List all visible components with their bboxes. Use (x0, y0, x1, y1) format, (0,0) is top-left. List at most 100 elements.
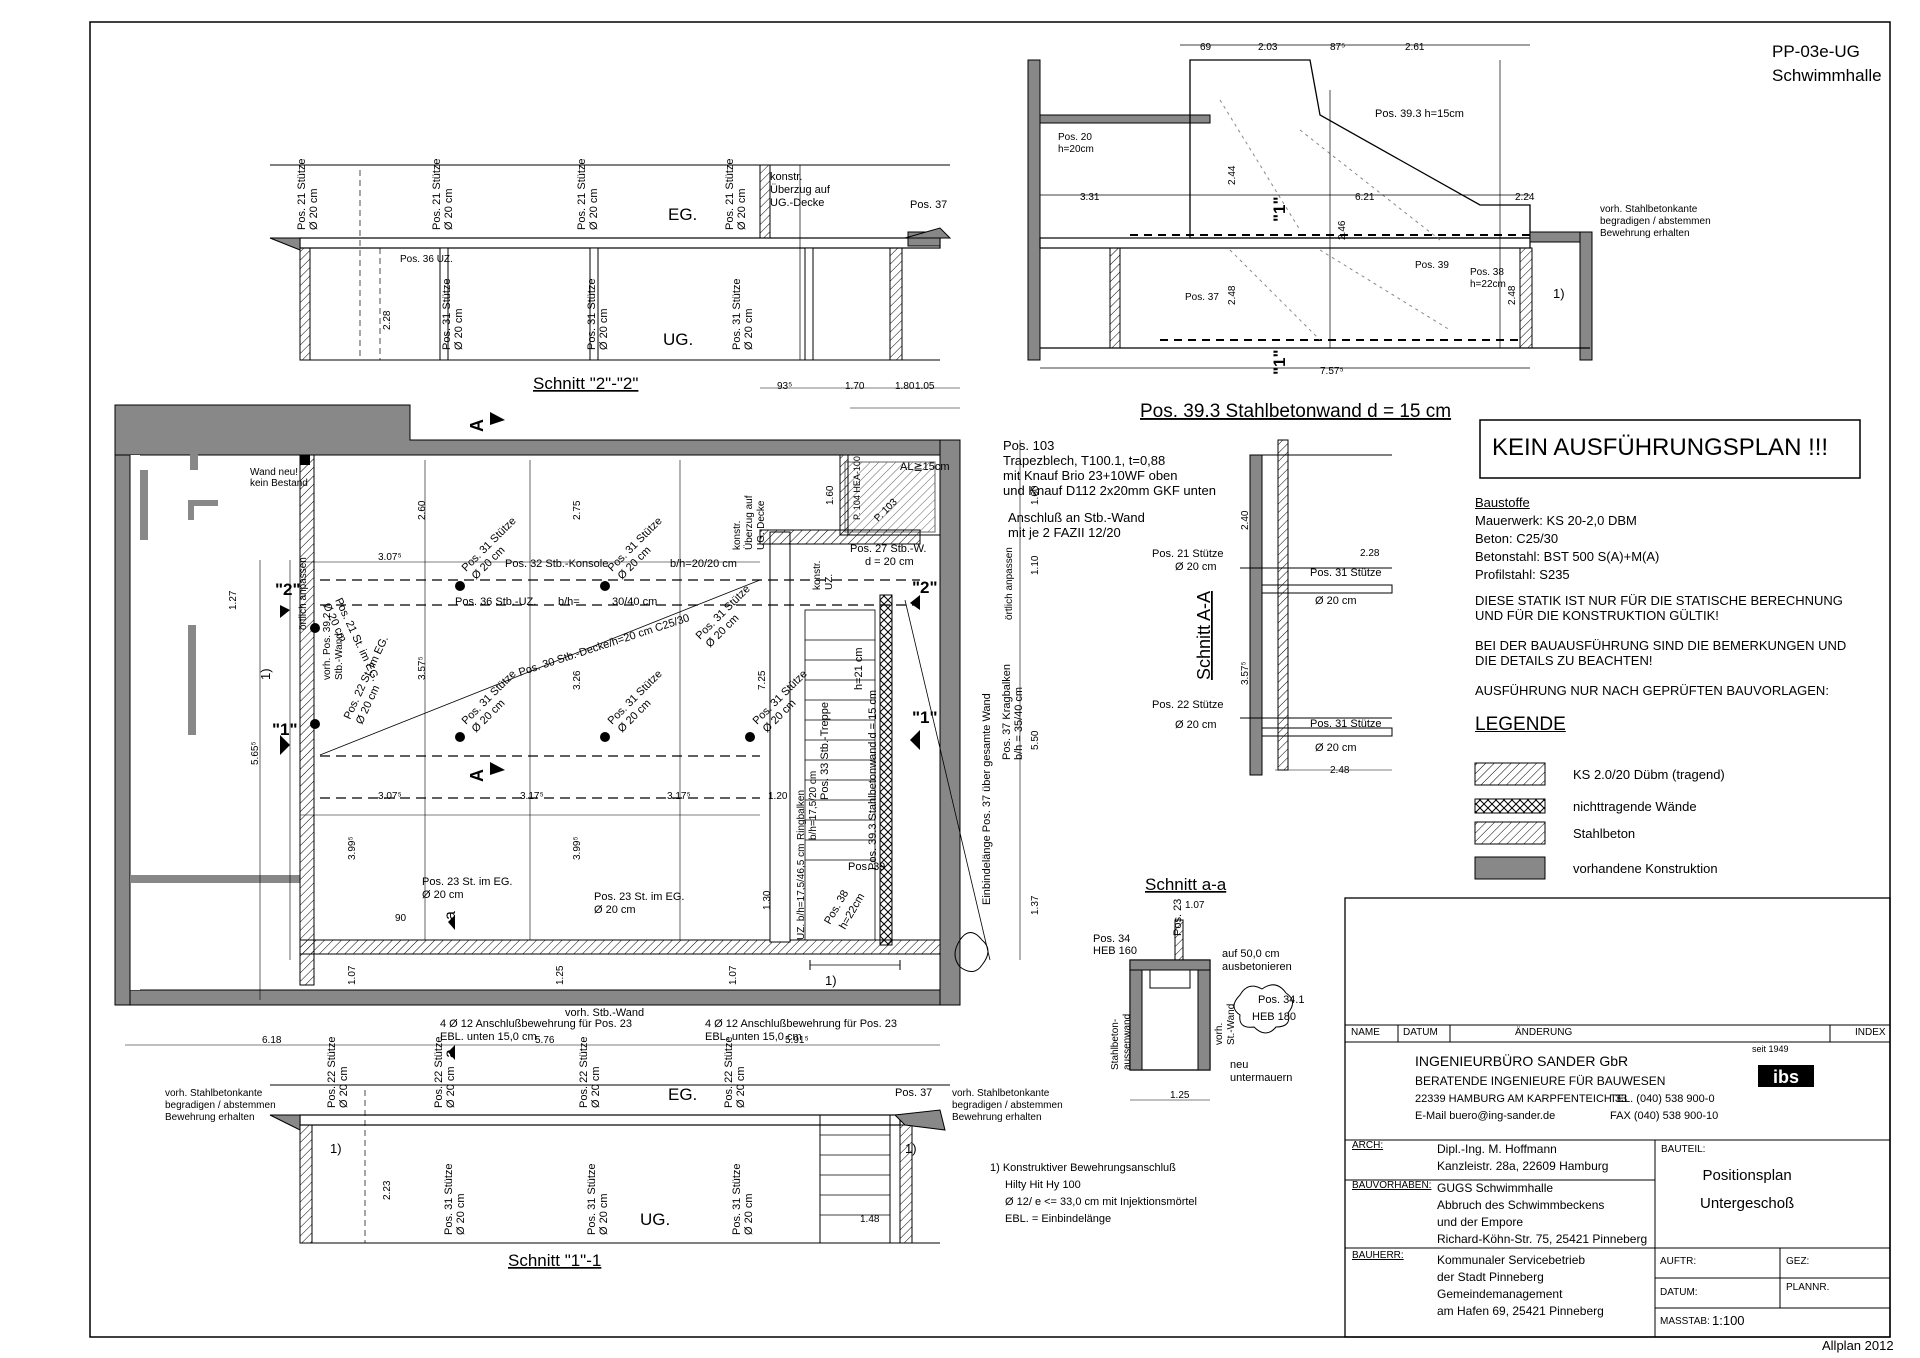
konstr-plan-3: UG.-Decke (756, 500, 767, 550)
sheet-frame (89, 21, 1891, 1338)
pos393w-label: Pos. 39.3 Stahlbetonwand d = 15 cm (867, 690, 879, 870)
s22-pos31-3d: Ø 20 cm (743, 308, 755, 350)
pos39-top-label: Pos. 39 (1415, 260, 1449, 271)
stb-aussen-2: aussenwand (1122, 1014, 1133, 1070)
marker-1-s393-top: "1" (1270, 196, 1289, 222)
dim-248-393: 2.48 (1227, 285, 1238, 305)
marker-2-left: "2" (275, 580, 301, 599)
footnote-line: 1) Konstruktiver Bewehrungsanschluß (990, 1162, 1176, 1174)
footnote-line: EBL. = Einbindelänge (1005, 1213, 1112, 1225)
auf50-2: ausbetonieren (1222, 961, 1292, 973)
dim-261: 2.61 (1405, 42, 1425, 53)
s22-pos21-4: Pos. 21 Stütze (724, 158, 736, 230)
s22-pos21-2d: Ø 20 cm (443, 188, 455, 230)
dim-160: 1.60 (825, 485, 836, 505)
dim-275: 2.75 (572, 500, 583, 520)
dim-203: 2.03 (1258, 42, 1278, 53)
plan-id: PP-03e-UG (1772, 42, 1860, 61)
stb-aussen-1: Stahlbeton- (1110, 1019, 1121, 1070)
s11-pos31-2d: Ø 20 cm (598, 1193, 610, 1235)
dim-180: 1.80 (895, 381, 915, 392)
tb-masstab-value: 1:100 (1712, 1313, 1745, 1328)
d20cm-label: d = 20 cm (865, 556, 914, 568)
saa-pos31-top: Pos. 31 Stütze (1310, 567, 1382, 579)
anschluss-2: mit je 2 FAZII 12/20 (1008, 525, 1121, 540)
dim-90: 90 (395, 913, 407, 924)
dim-331: 3.31 (1080, 192, 1100, 203)
s11-pos31-1d: Ø 20 cm (455, 1193, 467, 1235)
marker-1-left: "1" (272, 720, 298, 739)
saa-pos22-d: Ø 20 cm (1175, 719, 1217, 731)
dim-244: 2.44 (1227, 165, 1238, 185)
warning-text: KEIN AUSFÜHRUNGSPLAN !!! (1492, 434, 1829, 461)
tb-bauteil: Positionsplan Untergeschoß (1700, 1162, 1794, 1218)
ibs-logo: ibs (1758, 1065, 1814, 1087)
s22-pos21-1d: Ø 20 cm (308, 188, 320, 230)
pos39-plan-label: Pos. 39 (848, 861, 885, 873)
pos23-mid-d: Ø 20 cm (594, 904, 636, 916)
tb-bauherr: Kommunaler Servicebetrieb der Stadt Pinn… (1437, 1252, 1604, 1320)
vorh-kante-1: vorh. Stahlbetonkante (1600, 204, 1698, 215)
vorh392-2: Stb.-Wand (334, 633, 345, 680)
s11-pos22-3: Pos. 22 Stütze (578, 1036, 590, 1108)
dim-107-b: 1.07 (728, 965, 739, 985)
s22-pos21-2: Pos. 21 Stütze (431, 158, 443, 230)
heb160-label: HEB 160 (1093, 945, 1137, 957)
tb-address: 22339 HAMBURG AM KARPFENTEICH 33 (1415, 1093, 1628, 1105)
dim-160-r: 1.60 (1030, 485, 1041, 505)
dim-565: 5.65⁵ (250, 741, 261, 765)
vorh-kante-br-2: begradigen / abstemmen (952, 1100, 1063, 1111)
s22-pos21-1: Pos. 21 Stütze (296, 158, 308, 230)
tb-bauherr-line: der Stadt Pinneberg (1437, 1270, 1544, 1284)
dim-125-aa: 1.25 (1170, 1090, 1190, 1101)
pos393-h-label: Pos. 39.3 h=15cm (1375, 108, 1464, 120)
section-pos-39-3 (1027, 44, 1593, 369)
dim-240: 2.40 (1240, 510, 1251, 530)
s22-pos31-1d: Ø 20 cm (453, 308, 465, 350)
dim-357-saa: 3.57⁵ (1240, 661, 1251, 685)
baustoffe-item: Mauerwerk: KS 20-2,0 DBM (1475, 513, 1637, 528)
section-1-1 (269, 1084, 950, 1244)
dim-399-a: 3.99⁵ (347, 836, 358, 860)
eg-label-bottom: EG. (668, 1085, 697, 1104)
dim-228-s22: 2.28 (382, 310, 393, 330)
tb-fax: FAX (040) 538 900-10 (1610, 1110, 1719, 1122)
s11-pos22: Pos. 22 Stütze (326, 1036, 338, 1108)
tb-col-datum: DATUM (1403, 1027, 1438, 1038)
pos341-label: Pos. 34.1 (1258, 994, 1304, 1006)
tb-office: INGENIEURBÜRO SANDER GbR BERATENDE INGEN… (1415, 1051, 1665, 1125)
h22-label: h=22cm (1470, 279, 1506, 290)
s22-pos31-1: Pos. 31 Stütze (441, 278, 453, 350)
pos37-39-label: Pos. 37 (1185, 292, 1219, 303)
b3040-label: 30/40 cm (612, 596, 657, 608)
tb-bauteil-line: Untergeschoß (1700, 1195, 1795, 1212)
konstr-uz-2: UZ. (824, 574, 835, 590)
tb-bauherr-line: Kommunaler Servicebetrieb (1437, 1253, 1586, 1267)
einbinde-label: Einbindelänge Pos. 37 über gesamte Wand (981, 693, 993, 905)
pos36-uz-label: Pos. 36 UZ. (400, 254, 453, 265)
konstr-plan-1: konstr. (732, 521, 743, 550)
pos33-label: Pos. 33 Stb.-Treppe (819, 702, 831, 800)
saa-pos31-top-d: Ø 20 cm (1315, 595, 1357, 607)
pos27-label: Pos. 27 Stb.-W. (850, 543, 926, 555)
tb-arch-line: Kanzleistr. 28a, 22609 Hamburg (1437, 1159, 1609, 1173)
dim-550: 5.50 (1030, 730, 1041, 750)
dim-621: 6.21 (1355, 192, 1375, 203)
ugdecke-label: UG.-Decke (770, 197, 824, 209)
dim-120: 1.20 (768, 791, 788, 802)
warning-box (1479, 419, 1861, 479)
dim-317-a: 3.17⁵ (520, 791, 544, 802)
pos37-bottom-label: Pos. 37 (895, 1087, 932, 1099)
pos38-label: Pos. 38 (1470, 267, 1504, 278)
oertlich-right: örtlich anpassen (1004, 547, 1015, 620)
saa-pos22: Pos. 22 Stütze (1152, 699, 1224, 711)
tb-office-sub: BERATENDE INGENIEURE FÜR BAUWESEN (1415, 1074, 1666, 1088)
note-line: DIESE STATIK IST NUR FÜR DIE STATISCHE B… (1475, 593, 1843, 608)
bh-label: b/h= (558, 596, 580, 608)
s22-pos31-2: Pos. 31 Stütze (586, 278, 598, 350)
section-A-A (1240, 439, 1393, 776)
tb-bauherr-label: BAUHERR: (1352, 1250, 1404, 1261)
marker-a-lower-top: a (442, 911, 459, 920)
tb-col-index: INDEX (1855, 1027, 1886, 1038)
